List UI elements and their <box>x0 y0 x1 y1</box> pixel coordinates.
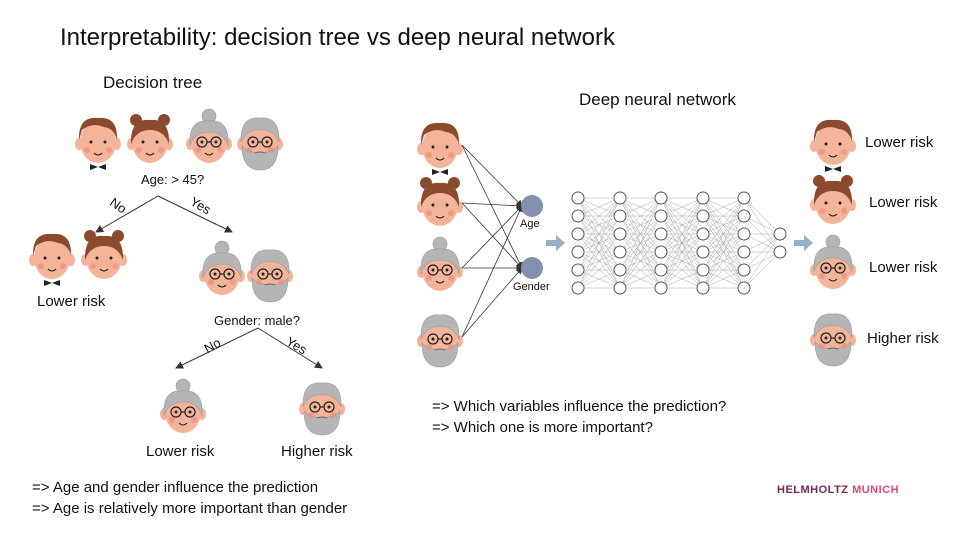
old-man-face <box>237 117 283 171</box>
young-woman-face <box>810 175 856 224</box>
hidden-neuron <box>654 227 668 241</box>
hidden-neuron <box>613 245 627 259</box>
arrow-to-network <box>546 235 565 251</box>
hidden-neuron <box>613 209 627 223</box>
hidden-neuron <box>737 281 751 295</box>
hidden-neuron <box>571 281 585 295</box>
arrow-to-outputs <box>794 235 813 251</box>
root-question: Age: > 45? <box>141 172 205 187</box>
hidden-neuron <box>571 245 585 259</box>
input-node-label: Gender <box>513 281 550 293</box>
hidden-neuron <box>696 209 710 223</box>
neural-network-layer <box>461 144 787 338</box>
young-woman-face <box>81 230 127 279</box>
hidden-neuron <box>696 263 710 277</box>
hidden-neuron <box>654 263 668 277</box>
neural-network-heading: Deep neural network <box>579 90 736 109</box>
output-neuron <box>773 245 787 259</box>
old-woman-face <box>810 234 856 289</box>
second-question: Gender: male? <box>214 313 300 328</box>
hidden-neuron <box>737 227 751 241</box>
hidden-neuron <box>696 281 710 295</box>
hidden-neuron <box>696 245 710 259</box>
input-connection <box>461 144 523 269</box>
input-connection <box>461 202 523 209</box>
young-man-face <box>810 119 856 172</box>
young-man-face <box>417 122 463 175</box>
old-man-face <box>810 313 856 367</box>
branch-age-no <box>95 195 159 233</box>
hidden-neuron <box>737 245 751 259</box>
young-woman-face <box>127 114 173 163</box>
leaf-female-label: Lower risk <box>146 443 215 460</box>
hidden-neuron <box>613 191 627 205</box>
hidden-neuron <box>737 263 751 277</box>
young-man-face <box>29 233 75 286</box>
hidden-neuron <box>613 227 627 241</box>
output-label: Lower risk <box>865 134 934 151</box>
input-connection <box>461 205 523 338</box>
slide-title: Interpretability: decision tree vs deep … <box>60 24 615 51</box>
left-leaf-label: Lower risk <box>37 293 106 310</box>
input-node-label: Age <box>520 218 540 230</box>
hidden-neuron <box>571 209 585 223</box>
young-man-face <box>75 117 121 170</box>
old-woman-face <box>199 240 245 295</box>
old-woman-face <box>160 378 206 433</box>
output-label: Higher risk <box>867 330 939 347</box>
hidden-neuron <box>654 245 668 259</box>
question-line: => Which one is more important? <box>432 419 653 436</box>
faces-layer <box>29 108 856 436</box>
tree-branches <box>95 195 323 369</box>
hidden-neuron <box>613 263 627 277</box>
branch-age-yes <box>157 195 233 233</box>
hidden-neuron <box>737 191 751 205</box>
old-woman-face <box>186 108 232 163</box>
leaf-male-label: Higher risk <box>281 443 353 460</box>
helmholtz-munich-logo: HELMHOLTZ MUNICH <box>777 484 900 496</box>
hidden-neuron <box>654 281 668 295</box>
young-woman-face <box>417 177 463 226</box>
old-man-face <box>299 382 345 436</box>
old-man-face <box>417 314 463 368</box>
hidden-neuron <box>571 263 585 277</box>
hidden-neuron <box>613 281 627 295</box>
hidden-neuron <box>571 191 585 205</box>
input-connection <box>461 144 523 207</box>
old-woman-face <box>417 236 463 291</box>
input-node <box>521 195 543 217</box>
network-questions: => Which variables influence the predict… <box>432 396 726 438</box>
input-node <box>521 257 543 279</box>
hidden-neuron <box>571 227 585 241</box>
output-label: Lower risk <box>869 259 938 276</box>
hidden-neuron <box>737 209 751 223</box>
branch-gender-yes <box>257 327 323 369</box>
branch-gender-no <box>175 327 259 369</box>
old-man-face <box>247 249 293 303</box>
output-neuron <box>773 227 787 241</box>
input-connection <box>461 205 523 269</box>
input-connection <box>461 267 523 338</box>
conclusion-line: => Age is relatively more important than… <box>32 500 348 517</box>
output-label: Lower risk <box>869 194 938 211</box>
hidden-neuron <box>696 227 710 241</box>
question-line: => Which variables influence the predict… <box>432 398 727 415</box>
tree-conclusions: => Age and gender influence the predicti… <box>32 477 347 519</box>
decision-tree-heading: Decision tree <box>103 73 203 92</box>
hidden-neuron <box>696 191 710 205</box>
hidden-neuron <box>654 191 668 205</box>
input-connection <box>461 202 523 269</box>
conclusion-line: => Age and gender influence the predicti… <box>32 479 319 496</box>
hidden-neuron <box>654 209 668 223</box>
